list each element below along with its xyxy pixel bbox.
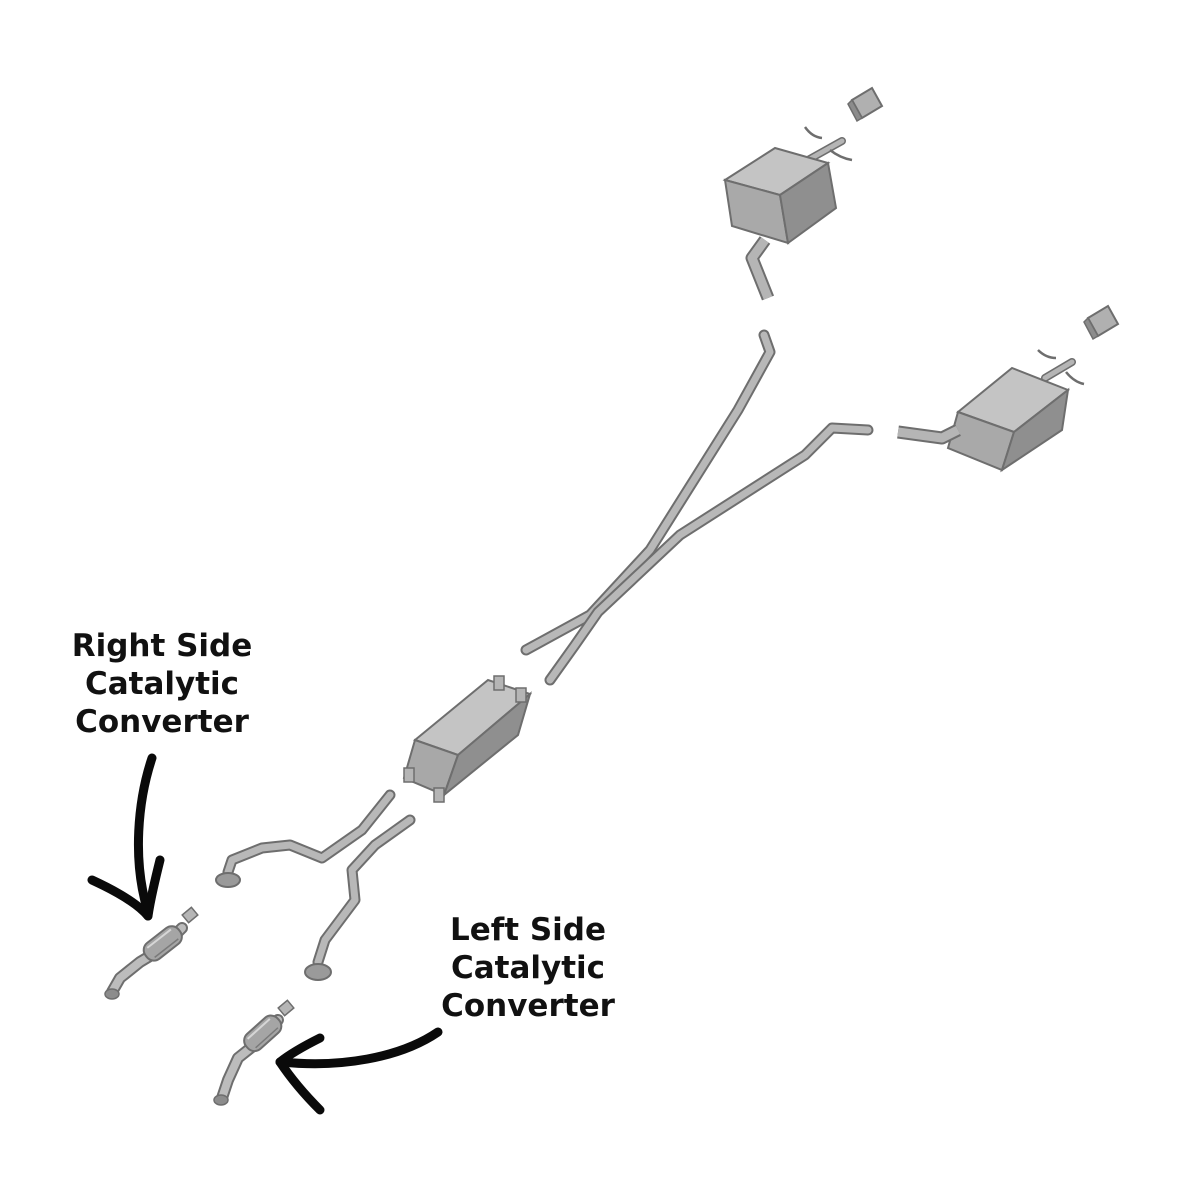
lower-muffler: [946, 366, 1070, 473]
lower-rear-muffler-assembly: [897, 304, 1120, 473]
label-line: Left Side: [449, 912, 607, 948]
front-pipe-left: [304, 814, 416, 981]
label-line: Right Side: [71, 628, 253, 664]
intermediate-pipe-upper: [520, 329, 776, 656]
label-line: Catalytic: [450, 950, 606, 986]
center-resonator: [402, 675, 533, 803]
front-pipe-right: [215, 789, 396, 888]
label-line: Catalytic: [84, 666, 240, 702]
right-catalytic-converter: [104, 906, 199, 1000]
label-line: Converter: [441, 988, 615, 1024]
curved-arrow-left-icon: [275, 1027, 443, 1115]
intermediate-pipe-lower: [544, 422, 874, 686]
curved-arrow-down-icon: [87, 753, 165, 921]
upper-muffler-inlet-pipe: [745, 236, 775, 301]
upper-muffler-outlet: [803, 126, 853, 164]
left-side-catalytic-converter-label: Left Side Catalytic Converter: [418, 911, 638, 1025]
right-side-catalytic-converter-label: Right Side Catalytic Converter: [52, 627, 272, 741]
label-line: Converter: [75, 704, 249, 740]
left-catalytic-converter: [213, 999, 295, 1106]
lower-exhaust-tip: [1083, 304, 1120, 341]
upper-muffler: [722, 146, 838, 245]
upper-rear-muffler-assembly: [722, 86, 884, 301]
upper-exhaust-tip: [847, 86, 884, 123]
lower-muffler-inlet-pipe: [897, 424, 961, 445]
lower-muffler-outlet: [1037, 349, 1085, 386]
